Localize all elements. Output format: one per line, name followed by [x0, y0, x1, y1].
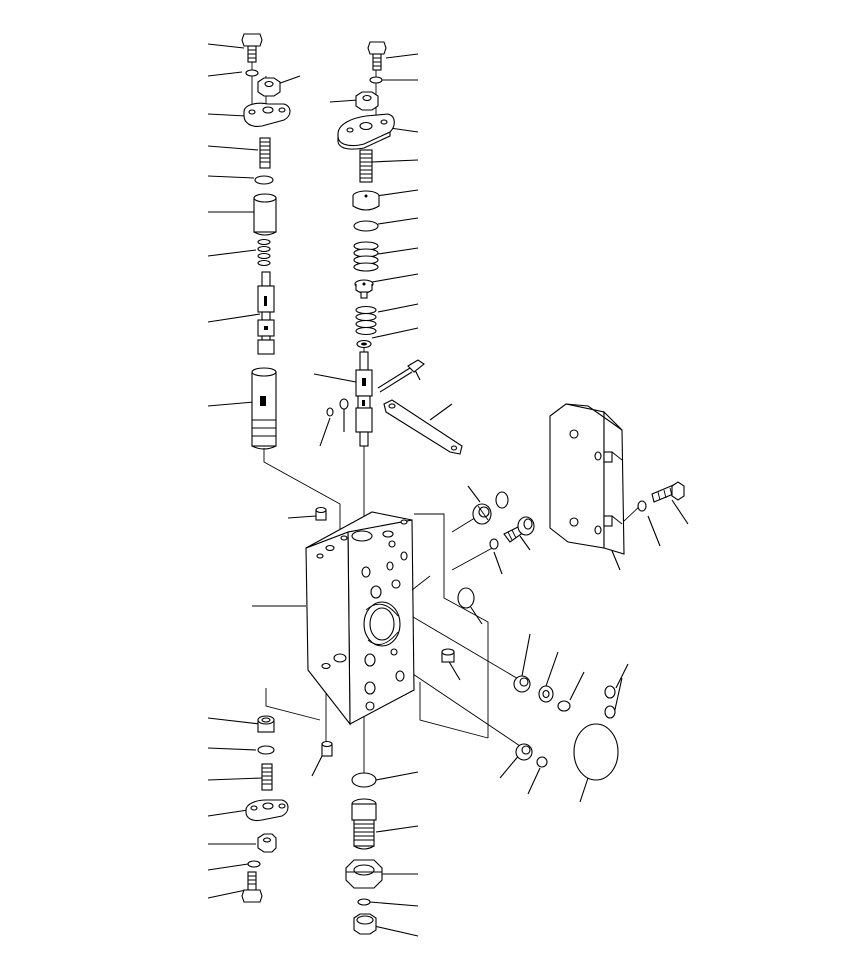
o-ring-icon — [257, 745, 275, 755]
o-ring-icon — [254, 175, 274, 185]
hex-nut-icon — [257, 833, 277, 853]
snap-ring-icon — [326, 407, 334, 417]
washer-icon — [247, 860, 261, 868]
bolt-icon — [241, 33, 263, 63]
large-o-ring-icon — [573, 723, 619, 781]
plug-icon — [315, 506, 327, 521]
bushing-icon — [257, 715, 275, 733]
plug-icon — [321, 740, 333, 757]
spring-seat-icon — [352, 190, 380, 211]
plug-icon — [538, 685, 554, 703]
o-ring-icon — [604, 705, 616, 719]
cap-nut-icon — [353, 913, 377, 935]
seat-washer-icon — [356, 339, 372, 349]
plug-icon — [513, 675, 531, 693]
plug-with-washer — [472, 503, 492, 525]
flange-plate-icon — [337, 113, 395, 150]
flange-plate-icon — [245, 799, 289, 822]
bolt-icon — [367, 41, 387, 71]
o-ring-icon — [351, 772, 377, 788]
right-lower-stack — [345, 772, 383, 935]
lever-icon — [383, 399, 463, 455]
o-ring-icon — [457, 587, 475, 609]
o-ring-icon — [489, 538, 499, 550]
o-ring-icon — [536, 756, 548, 768]
fitting-icon — [503, 516, 535, 543]
plug-icon — [515, 743, 533, 761]
end-cover — [549, 403, 625, 555]
small-plug-icon — [441, 648, 455, 663]
threaded-sleeve-icon — [351, 798, 377, 850]
o-ring-icon — [357, 898, 371, 906]
lever-bolt-icon — [377, 359, 425, 393]
threaded-rod-icon — [359, 149, 373, 183]
main-spool-icon — [355, 351, 373, 447]
spring-icon — [353, 241, 379, 272]
threaded-rod-icon — [259, 137, 271, 169]
threaded-rod-icon — [261, 763, 273, 791]
spool-icon — [257, 271, 275, 355]
bolt-icon — [241, 871, 263, 903]
valve-body — [305, 511, 431, 726]
right-upper-stack — [326, 41, 463, 455]
retainer-icon — [354, 279, 374, 299]
flange-plate-icon — [243, 102, 291, 127]
piston-icon — [253, 193, 277, 236]
left-lower-stack — [241, 715, 333, 903]
hex-nut-icon — [257, 77, 281, 97]
spring-icon — [257, 238, 271, 267]
hex-nut-icon — [355, 91, 379, 111]
spring-icon — [355, 305, 377, 336]
cover-bolt-icon — [651, 481, 685, 503]
washer-icon — [339, 398, 349, 410]
o-ring-icon — [604, 685, 616, 699]
sleeve-icon — [251, 367, 277, 450]
o-ring-icon — [353, 220, 379, 232]
lock-nut-icon — [345, 859, 383, 889]
left-upper-stack — [241, 33, 291, 450]
o-ring-icon — [557, 700, 571, 712]
o-ring-icon — [495, 491, 509, 509]
washer-icon — [245, 69, 259, 77]
washer-icon — [637, 500, 647, 512]
washer-icon — [369, 76, 383, 84]
